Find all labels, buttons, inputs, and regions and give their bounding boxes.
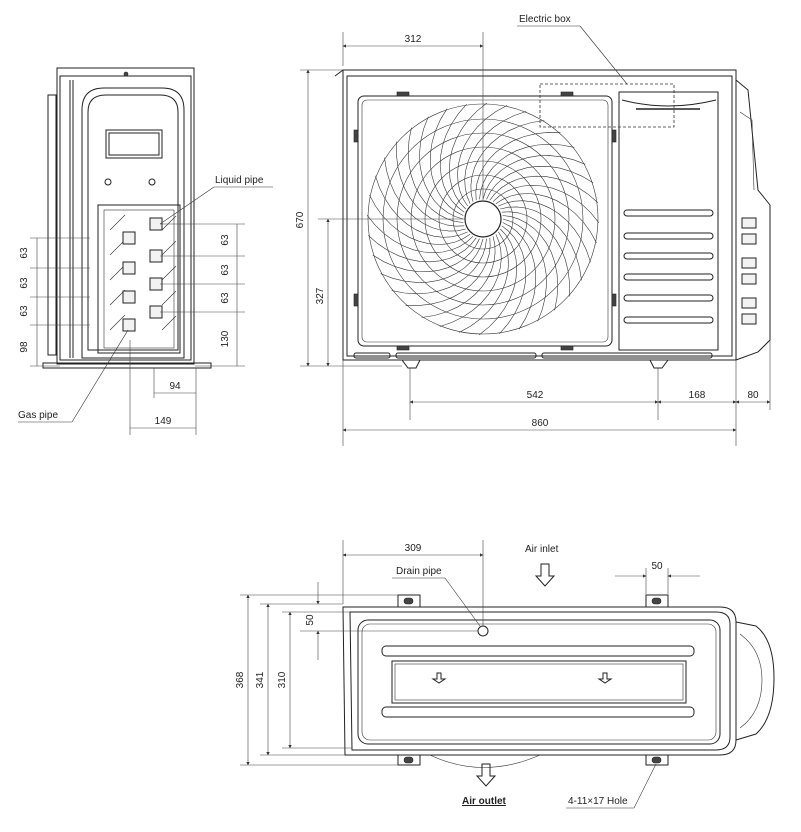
fan-guard-spiral bbox=[405, 237, 491, 306]
fan-guard-spiral bbox=[495, 193, 597, 244]
fan-guard-spiral bbox=[375, 175, 468, 238]
hole-leader: 4-11×17 Hole bbox=[566, 763, 657, 809]
dim-top-309: 309 bbox=[405, 543, 422, 554]
fan-guard-spiral bbox=[448, 102, 487, 210]
air-inlet-arrow: Air inlet bbox=[525, 544, 559, 587]
dim-top-50h: 50 bbox=[305, 614, 316, 626]
fan-guard-spiral bbox=[421, 236, 496, 318]
dim-side-94: 94 bbox=[169, 381, 181, 392]
fan-guard-spiral bbox=[489, 175, 598, 203]
dim-front-312: 312 bbox=[405, 34, 422, 45]
fan-guard-spiral bbox=[439, 234, 502, 327]
fan-guard-spiral bbox=[501, 211, 570, 297]
dim-front-860: 860 bbox=[532, 418, 549, 429]
fan-guard-spiral bbox=[470, 120, 545, 202]
front-view: Electric box 312 670 327 542 168 bbox=[295, 14, 771, 446]
fan-guard-spiral bbox=[482, 155, 586, 200]
fan-guard-spiral bbox=[369, 194, 471, 245]
drain-pipe-label: Drain pipe bbox=[396, 566, 442, 577]
fan-guard-spiral bbox=[486, 165, 594, 200]
fan-guard-spiral bbox=[499, 225, 527, 334]
drain-hole bbox=[477, 625, 489, 637]
fan-guard-spiral bbox=[419, 116, 464, 220]
fan-guard-spiral bbox=[464, 111, 527, 204]
dim-side-left-63a: 63 bbox=[19, 247, 30, 259]
fan-guard-spiral bbox=[391, 238, 487, 295]
fan-guard-spiral bbox=[372, 238, 480, 273]
air-outlet-label: Air outlet bbox=[462, 796, 507, 807]
dim-front-168: 168 bbox=[689, 390, 706, 401]
gas-pipe-label: Gas pipe bbox=[18, 410, 58, 421]
top-view: Air inlet Air outlet Drain pipe 4-11×17 … bbox=[235, 540, 775, 809]
dim-side-left-63c: 63 bbox=[19, 305, 30, 317]
fan-guard-spiral bbox=[500, 206, 582, 281]
front-dims: 312 670 327 542 168 80 860 bbox=[295, 32, 771, 446]
air-outlet-arrow: Air outlet bbox=[462, 763, 507, 807]
service-valves bbox=[122, 217, 163, 332]
side-right-dims: 63 63 63 130 bbox=[160, 223, 245, 367]
fan-guard-spiral bbox=[502, 215, 559, 311]
fan-guard-spiral bbox=[439, 104, 467, 213]
dim-front-670: 670 bbox=[295, 211, 306, 228]
liquid-pipe-label: Liquid pipe bbox=[215, 175, 264, 186]
fan-guard-spirals bbox=[366, 102, 600, 336]
dim-top-368: 368 bbox=[235, 671, 246, 688]
dim-side-149: 149 bbox=[155, 416, 172, 427]
fan-guard-spiral bbox=[366, 215, 474, 254]
fan-guard-spiral bbox=[384, 157, 466, 232]
dim-side-right-63c: 63 bbox=[220, 292, 231, 304]
dim-top-50w: 50 bbox=[651, 561, 663, 572]
top-dims: 309 50 368 341 310 50 bbox=[235, 540, 700, 766]
drain-pipe-leader: Drain pipe bbox=[392, 566, 481, 627]
fan-guard-spiral bbox=[502, 218, 547, 322]
mounting-lugs bbox=[397, 594, 669, 766]
fan-guard-spiral bbox=[396, 141, 465, 227]
dim-top-341: 341 bbox=[255, 671, 266, 688]
fan-guard-spiral bbox=[368, 235, 477, 263]
fan-hub bbox=[464, 200, 502, 238]
fan-guard-spiral bbox=[475, 132, 561, 201]
side-view: 63 63 63 98 63 63 63 130 94 149 bbox=[18, 67, 273, 435]
dim-side-right-63b: 63 bbox=[220, 264, 231, 276]
air-inlet-label: Air inlet bbox=[525, 544, 559, 555]
fan-guard-spiral bbox=[429, 108, 464, 216]
fan-guard-spiral bbox=[498, 200, 591, 263]
dim-side-left-63b: 63 bbox=[19, 277, 30, 289]
fan-guard-spiral bbox=[458, 231, 509, 333]
hatched-panel bbox=[109, 214, 177, 331]
side-left-dims: 63 63 63 98 bbox=[19, 237, 90, 367]
dim-front-80: 80 bbox=[747, 390, 759, 401]
fan-guard-spiral bbox=[380, 238, 484, 283]
fan-guard-spiral bbox=[457, 105, 508, 207]
electric-box-label: Electric box bbox=[519, 14, 571, 25]
fan-guard-spiral bbox=[492, 184, 600, 223]
dim-top-310: 310 bbox=[277, 671, 288, 688]
dim-front-542: 542 bbox=[527, 390, 544, 401]
electric-box-leader: Electric box bbox=[517, 14, 628, 85]
dim-side-left-98: 98 bbox=[19, 341, 30, 353]
dim-side-right-130: 130 bbox=[220, 330, 231, 347]
dim-front-327: 327 bbox=[315, 287, 326, 304]
dim-side-right-63a: 63 bbox=[220, 234, 231, 246]
front-valve-cluster bbox=[741, 217, 757, 325]
side-bottom-dims: 94 149 bbox=[129, 340, 197, 435]
fan-guard-spiral bbox=[479, 228, 518, 336]
fan-guard-spiral bbox=[502, 222, 537, 330]
hole-label: 4-11×17 Hole bbox=[568, 796, 628, 807]
side-leaders: Liquid pipe Gas pipe bbox=[18, 175, 273, 423]
